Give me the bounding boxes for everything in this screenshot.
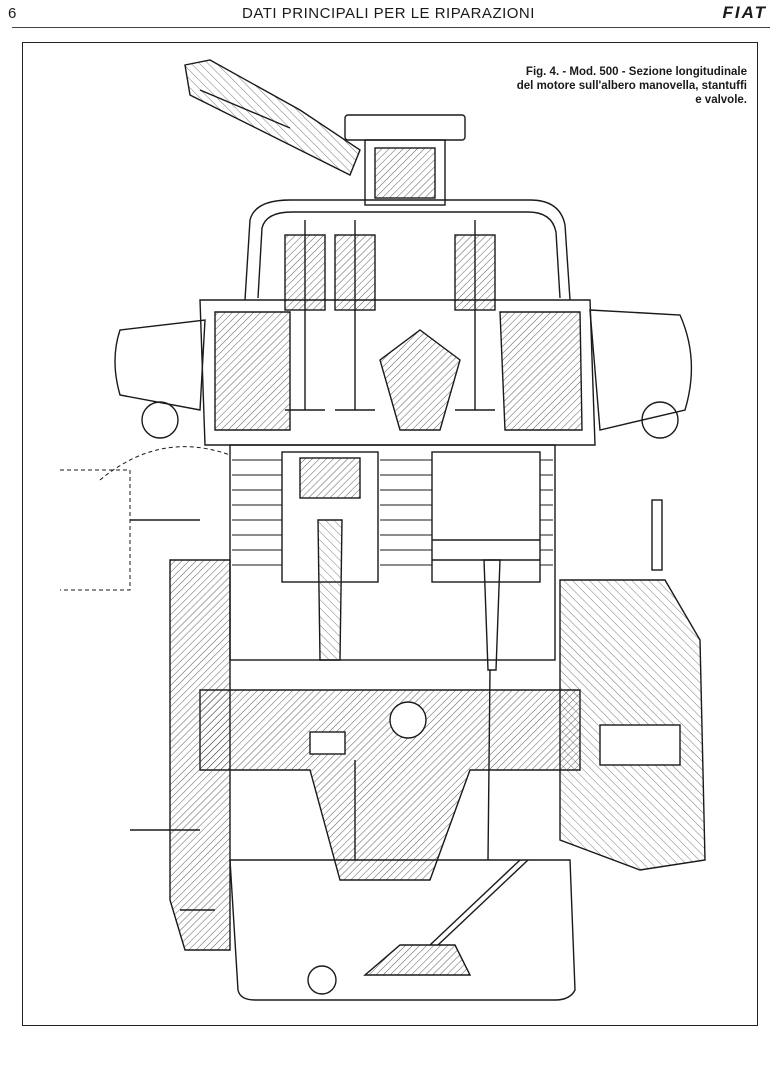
right-flywheel-cover [559,499,706,871]
manifolds [114,309,693,439]
oil-sump [229,859,576,1001]
running-head-title: DATI PRINCIPALI PER LE RIPARAZIONI [242,5,535,22]
pistons [281,451,541,583]
page-number: 6 [8,5,17,22]
cylinder-block [229,444,556,661]
caption-line-1: Fig. 4. - Mod. 500 - Sezione longitudina… [525,66,747,78]
header-rule [12,27,770,28]
fiat-brand-logo: FIAT [722,3,767,22]
cylinder-head [199,299,596,446]
fan-shroud [60,446,231,591]
caption-line-3: e valvole. [695,94,747,106]
valve-springs [284,220,496,411]
figure-caption: Fig. 4. - Mod. 500 - Sezione longitudina… [477,65,747,107]
figure-frame [22,42,758,1026]
valve-cover [244,199,571,301]
crankshaft [199,689,581,881]
air-intake-duct [184,59,361,176]
left-timing-cover [130,519,231,951]
air-filter-cap [344,114,466,206]
caption-line-2: del motore sull'albero manovella, stantu… [516,80,747,92]
